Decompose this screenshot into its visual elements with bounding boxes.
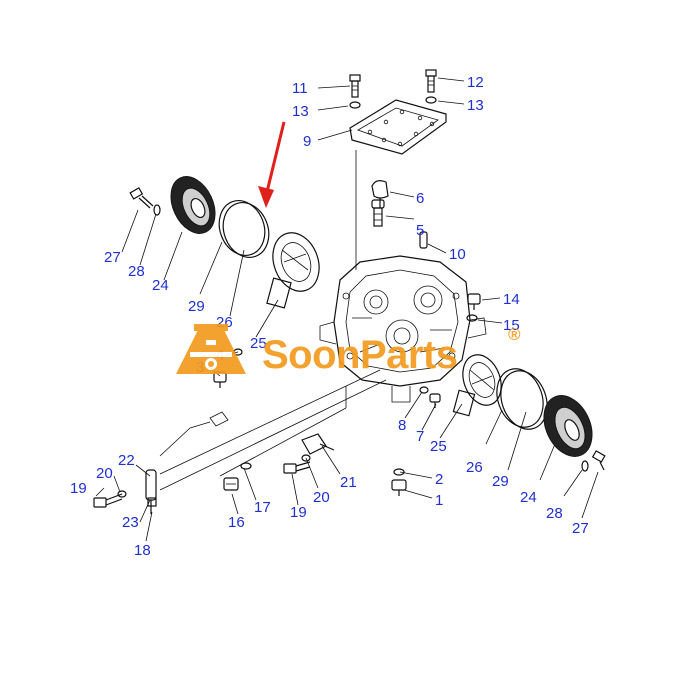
callout-26-right: 26 [466,459,483,476]
callout-28-right: 28 [546,505,563,522]
transmission-case [319,150,487,403]
registered-mark: ® [508,325,521,344]
sensor-6 [371,180,389,208]
callout-29-left: 29 [188,298,205,315]
oring-15 [466,314,478,322]
bolt-19-center [283,461,311,474]
callout-28-left: 28 [128,263,145,280]
callout-12: 12 [467,74,484,91]
oring-17 [240,462,252,470]
rings-26-29-right [496,368,548,430]
callout-20-center: 20 [313,489,330,506]
soonparts-logo-icon [176,324,246,374]
callout-10: 10 [449,246,466,263]
callout-27-left: 27 [104,249,121,266]
callout-7: 7 [416,428,424,445]
oring-2 [393,468,405,476]
washer-13-left [349,101,361,109]
callout-25-left: 25 [250,335,267,352]
bolt-27-left [129,187,154,209]
washer-13-right [425,96,437,104]
callout-9: 9 [303,133,311,150]
soonparts-brand: SoonParts [262,333,458,377]
gear-25-left [266,232,320,309]
plug-16 [223,477,239,491]
callout-5: 5 [416,222,424,239]
plug-1 [391,479,407,496]
plate-24-right [543,395,593,457]
sensor-5 [371,199,385,227]
callout-16: 16 [228,514,245,531]
callout-20-left: 20 [96,465,113,482]
bolt-12 [425,69,437,93]
plate-24-left [170,176,216,234]
callout-13-left: 13 [292,103,309,120]
callout-29-right: 29 [492,473,509,490]
callout-19-left: 19 [70,480,87,497]
callout-2: 2 [435,471,443,488]
bolt-11 [349,74,361,98]
bolt-14 [467,293,481,310]
callout-25-right: 25 [430,438,447,455]
callout-24-left: 24 [152,277,169,294]
callout-11: 11 [292,80,308,97]
gear-25-right [452,354,502,417]
washer-8 [419,386,429,394]
pin-10 [419,231,428,249]
callouts: 11 13 9 12 13 6 5 10 14 15 27 28 24 29 2… [70,74,589,559]
callout-13-right: 13 [467,97,484,114]
sensor-21 [301,433,335,455]
callout-14: 14 [503,291,520,308]
soonparts-watermark: SoonParts ® [176,324,521,377]
rings-29-26-left [218,200,270,258]
callout-19-center: 19 [290,504,307,521]
harness-lines [159,369,387,491]
bolt-19-left [93,493,123,508]
bolt-7 [429,393,441,408]
callout-1: 1 [435,492,443,509]
washer-28-right [581,460,589,472]
callout-21: 21 [340,474,357,491]
washer-28-left [153,204,161,216]
cover-plate [349,99,447,155]
callout-22: 22 [118,452,135,469]
callout-27-right: 27 [572,520,589,537]
washer-20-center [301,454,311,462]
callout-24-right: 24 [520,489,537,506]
callout-23: 23 [122,514,139,531]
bolt-27-right [591,450,606,471]
callout-18: 18 [134,542,151,559]
sensor-22-23-18 [145,469,157,514]
callout-15: 15 [503,317,520,334]
callout-17: 17 [254,499,271,516]
callout-6: 6 [416,190,424,207]
plug-3 [213,371,227,388]
red-indicator-arrow [258,121,286,208]
washer-20-left [117,490,127,498]
leader-lines [95,77,599,542]
callout-8: 8 [398,417,406,434]
